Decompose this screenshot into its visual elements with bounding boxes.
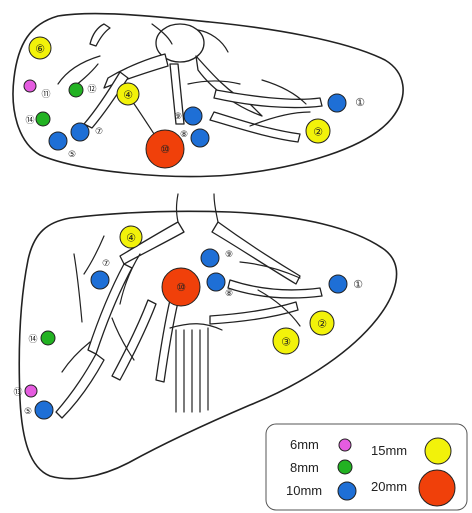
legend-label-20mm: 20mm xyxy=(371,479,407,494)
bottom-label-8: ⑧ xyxy=(225,289,233,299)
top-label-10: ⑩ xyxy=(160,143,170,156)
top-label-14: ⑭ xyxy=(25,115,34,126)
top-label-6: ⑥ xyxy=(35,43,45,56)
bottom-vessel-branch-a xyxy=(62,236,104,372)
bottom-lesion-7 xyxy=(91,271,109,289)
top-vessel-right-low xyxy=(210,112,300,142)
top-label-9: ⑨ xyxy=(174,112,182,122)
size-legend: 6mm 15mm 8mm 10mm 20mm xyxy=(266,424,467,510)
bottom-lesion-13 xyxy=(25,385,37,397)
top-vessel-left-upper xyxy=(90,24,110,46)
bottom-lesion-8 xyxy=(207,273,225,291)
bottom-lesion-1 xyxy=(329,275,347,293)
top-label-2: ② xyxy=(313,126,323,139)
top-lesion-7 xyxy=(71,123,89,141)
top-label-4: ④ xyxy=(123,89,133,102)
top-lesion-5 xyxy=(49,132,67,150)
bottom-vessel-hilum xyxy=(170,324,222,412)
legend-label-8mm: 8mm xyxy=(290,460,319,475)
bottom-vessel-left-b xyxy=(56,354,104,418)
legend-swatch-6mm xyxy=(339,439,351,451)
bottom-label-2: ② xyxy=(317,318,327,331)
bottom-vessel-right-low xyxy=(210,302,298,324)
bottom-label-1: ① xyxy=(353,278,363,291)
bottom-label-3: ③ xyxy=(281,336,291,349)
bottom-vessel-trunk-right xyxy=(214,194,218,222)
top-lesion-14 xyxy=(36,112,50,126)
bottom-label-5: ⑤ xyxy=(24,407,32,417)
top-label-1: ① xyxy=(355,96,365,109)
bottom-vessel-trunk-left xyxy=(177,194,179,222)
legend-label-15mm: 15mm xyxy=(371,443,407,458)
bottom-label-4: ④ xyxy=(126,232,136,245)
legend-label-6mm: 6mm xyxy=(290,437,319,452)
bottom-label-9: ⑨ xyxy=(225,250,233,260)
top-lesion-12 xyxy=(69,83,83,97)
top-lesion-1 xyxy=(328,94,346,112)
legend-label-10mm: 10mm xyxy=(286,483,322,498)
bottom-lesion-9 xyxy=(201,249,219,267)
bottom-vessel-tree xyxy=(56,194,322,418)
top-vessel-right xyxy=(196,56,262,116)
bottom-lesion-14 xyxy=(41,331,55,345)
legend-swatch-8mm xyxy=(338,460,352,474)
top-label-5: ⑤ xyxy=(68,150,76,160)
top-label-11: ⑪ xyxy=(41,89,50,100)
bottom-vessel-right-long xyxy=(228,280,322,298)
bottom-vessel-mid xyxy=(156,300,178,382)
legend-swatch-10mm xyxy=(338,482,356,500)
top-vessel-right-long xyxy=(214,90,322,108)
legend-swatch-20mm xyxy=(419,470,455,506)
bottom-label-10: ⑩ xyxy=(176,281,186,294)
top-lesion-9 xyxy=(184,107,202,125)
bottom-vessel-left-c xyxy=(112,300,156,380)
top-liver-view: ⑥ ⑪ ⑫ ④ ⑭ ⑤ ⑦ ⑨ ⑧ ⑩ ① ② xyxy=(13,14,403,177)
top-label-12: ⑫ xyxy=(87,84,96,95)
bottom-label-13: ⑬ xyxy=(13,387,22,398)
bottom-lesion-5 xyxy=(35,401,53,419)
top-lesion-8 xyxy=(191,129,209,147)
bottom-label-14: ⑭ xyxy=(28,334,37,345)
top-lesion-11 xyxy=(24,80,36,92)
bottom-label-7: ⑦ xyxy=(102,259,110,269)
legend-swatch-15mm xyxy=(425,438,451,464)
top-label-7: ⑦ xyxy=(95,127,103,137)
